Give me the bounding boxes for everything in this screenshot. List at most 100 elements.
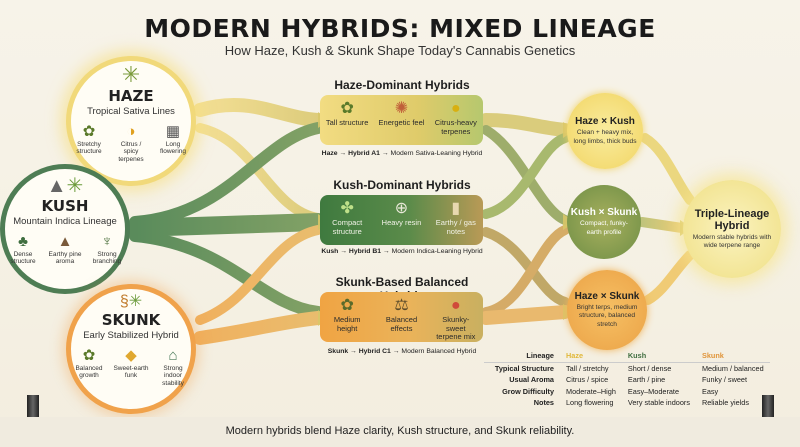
cross-haze-skunk: Haze × Skunk Bright terps, medium struct… [567,270,647,350]
group2-caption: Kush → Hybrid B1 → Modern Indica-Leaning… [321,248,483,255]
cannabis-leaf-icon: ✳ [121,62,141,87]
table-row: Typical Structure Tall / stretchy Short … [484,362,770,374]
haze-trait-1: ✿Stretchy structure [71,123,107,163]
cross-kush-skunk: Kush × Skunk Compact, funky-earth profil… [567,185,641,259]
table-cell: Short / dense [627,363,672,373]
table-header-row: Lineage Haze Kush Skunk [484,350,770,363]
footer-text: Modern hybrids blend Haze clarity, Kush … [225,425,575,437]
table-header-haze: Haze [560,350,622,363]
cross-haze-kush-desc: Clean + heavy mix, long limbs, thick bud… [573,129,637,145]
row-label: Usual Aroma [509,375,554,384]
dna-icon: §✳ [119,293,143,310]
kush-parent-circle: ▲✳ KUSH Mountain Indica Lineage ♣Dense s… [0,164,130,294]
table-cell: Easy [701,386,719,396]
skunk-trait-3: ⌂Strong indoor stability [155,347,191,387]
table-cell: Reliable yields [701,398,750,407]
group2-trait-1: ✤Compact structure [324,199,370,236]
group-box-haze-dominant: ✿Tall structure ✺Energetic feel ●Citrus-… [320,95,483,145]
skunk-name: SKUNK [101,311,161,329]
table-row: Notes Long flowering Very stable indoors… [484,397,770,409]
kush-trait-3: ♆Strong branching [89,233,125,266]
cross-haze-kush: Haze × Kush Clean + heavy mix, long limb… [567,93,643,169]
table-header-kush: Kush [621,350,696,363]
cross-haze-kush-title: Haze × Kush [575,116,635,128]
haze-parent-circle: ✳ HAZE Tropical Sativa Lines ✿Stretchy s… [66,56,196,186]
soil-icon: ▲ [57,233,73,250]
plant-icon: ♣ [18,233,28,250]
lineage-comparison-table: Lineage Haze Kush Skunk Typical Structur… [484,350,770,409]
group3-trait-1: ✿Medium height [324,296,370,333]
table-cell: Citrus / spice [566,375,609,384]
group1-trait-2: ✺Energetic feel [378,100,425,127]
triple-lineage-node: Triple-Lineage Hybrid Modern stable hybr… [683,180,781,278]
plant-icon: ✿ [340,100,354,117]
table-cell: Very stable indoors [627,398,690,407]
group2-trait-3: ▮Earthy / gas notes [433,199,479,236]
group-title-haze-dominant: Haze-Dominant Hybrids [334,78,470,92]
greenhouse-icon: ⌂ [168,347,178,364]
page-subtitle: How Haze, Kush & Skunk Shape Today's Can… [224,43,576,58]
mountain-icon: ▲✳ [46,175,84,197]
kush-name: KUSH [41,197,89,215]
table-cell: Medium / balanced [701,363,764,373]
gas-pump-icon: ▮ [451,200,461,217]
decorative-pillar [27,395,39,417]
row-label: Typical Structure [494,363,554,373]
group1-caption: Haze → Hybrid A1 → Modern Sativa-Leaning… [321,150,483,157]
brain-icon: ✺ [394,100,409,117]
fruit-icon: ● [450,297,461,314]
cross-kush-skunk-title: Kush × Skunk [570,207,638,219]
plant-icon: ✿ [82,347,96,364]
haze-subtitle: Tropical Sativa Lines [87,106,175,117]
citrus-icon: ◑ [126,123,136,140]
haze-name: HAZE [108,87,154,105]
group-box-skunk-balanced: ✿Medium height ⚖Balanced effects ●Skunky… [320,292,483,342]
group-box-kush-dominant: ✤Compact structure ⊕Heavy resin ▮Earthy … [320,195,483,245]
group2-trait-2: ⊕Heavy resin [378,199,424,228]
cross-haze-skunk-desc: Bright terps, medium structure, balanced… [576,304,638,328]
page-title: MODERN HYBRIDS: MIXED LINEAGE [144,14,656,43]
table-header-skunk: Skunk [695,350,770,363]
calendar-icon: ▦ [165,123,181,140]
plant-icon: ✿ [82,123,96,140]
kush-trait-2: ▲Earthy pine aroma [48,233,82,266]
cross-kush-skunk-desc: Compact, funky-earth profile [579,220,628,236]
decorative-pillar [762,395,774,417]
row-label: Notes [533,398,554,407]
group3-trait-2: ⚖Balanced effects [378,296,424,333]
table-row: Grow Difficulty Moderate–High Easy–Moder… [484,386,770,398]
group1-trait-1: ✿Tall structure [325,100,369,127]
haze-trait-2: ◑Citrus / spicy terpenes [113,123,149,163]
scale-icon: ⚖ [394,297,409,314]
magnifier-icon: ⊕ [394,200,409,217]
group1-trait-3: ●Citrus-heavy terpenes [434,100,477,136]
skunk-subtitle: Early Stabilized Hybrid [83,330,179,341]
skunk-parent-circle: §✳ SKUNK Early Stabilized Hybrid ✿Balanc… [66,284,196,414]
table-cell: Easy–Moderate [627,386,680,396]
footer-banner: Modern hybrids blend Haze clarity, Kush … [0,417,800,447]
kush-subtitle: Mountain Indica Lineage [13,216,117,227]
group3-caption: Skunk → Hybrid C1 → Modern Balanced Hybr… [327,348,477,355]
table-header-lineage: Lineage [484,350,560,363]
table-cell: Earth / pine [627,375,666,384]
haze-trait-3: ▦Long flowering [155,123,191,163]
table-cell: Long flowering [566,398,614,407]
table-row: Usual Aroma Citrus / spice Earth / pine … [484,374,770,386]
group3-trait-3: ●Skunky-sweet terpene mix [433,296,479,342]
kush-trait-1: ♣Dense structure [5,233,41,266]
lemon-icon: ● [450,100,461,117]
plant-icon: ✿ [340,297,354,314]
skunk-trait-2: ◆Sweet-earth funk [113,347,149,380]
table-cell: Moderate–High [566,386,616,396]
triple-lineage-desc: Modern stable hybrids with wide terpene … [692,233,772,249]
bud-icon: ✤ [340,200,354,217]
skunk-trait-1: ✿Balanced growth [71,347,107,387]
group-title-kush-dominant: Kush-Dominant Hybrids [333,178,471,192]
row-label: Grow Difficulty [502,386,554,396]
branch-icon: ♆ [101,233,113,250]
cheese-icon: ◆ [125,347,137,364]
cross-haze-skunk-title: Haze × Skunk [574,291,640,303]
table-cell: Funky / sweet [701,375,747,384]
triple-lineage-title: Triple-Lineage Hybrid [694,207,770,232]
